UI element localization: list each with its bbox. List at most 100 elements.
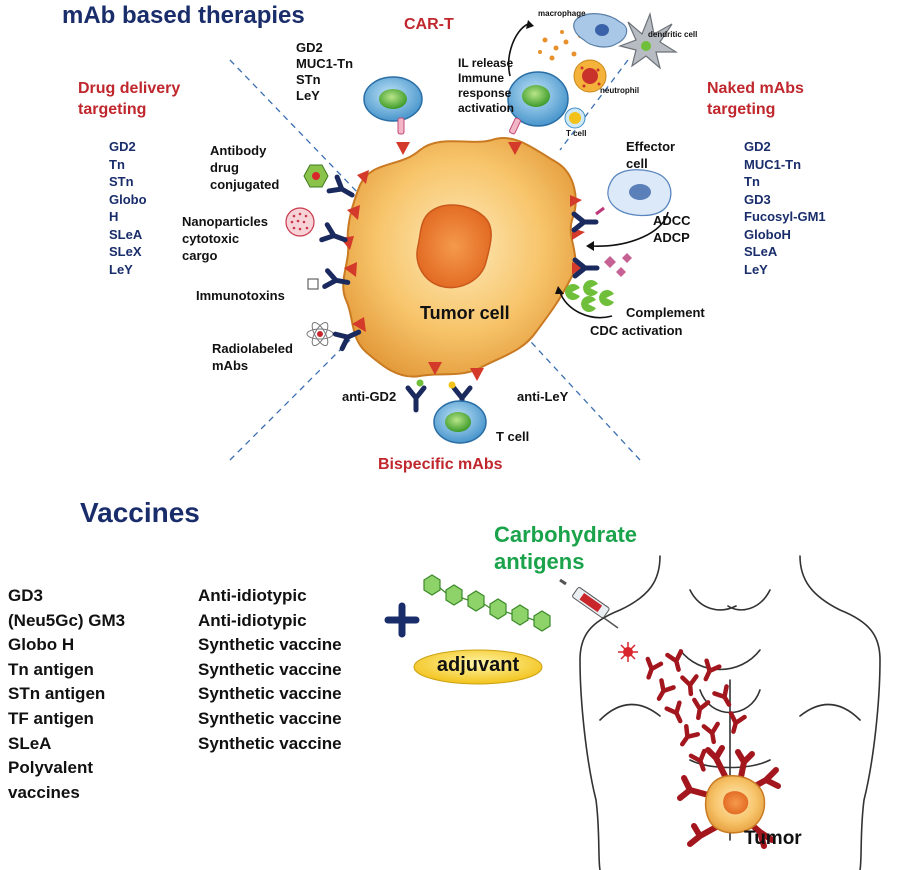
anti-gd2-label: anti-GD2 bbox=[342, 389, 397, 404]
vaccine-type: Synthetic vaccine bbox=[198, 659, 342, 679]
adc-label-line: drug bbox=[210, 160, 239, 175]
naked-mabs-antigen-list: GD2 MUC1-Tn Tn GD3 Fucosyl-GM1 GloboH SL… bbox=[744, 138, 826, 278]
nano-label-line: Nanoparticles bbox=[182, 214, 268, 229]
fc-receptor bbox=[595, 206, 605, 216]
bispecific-heading: Bispecific mAbs bbox=[378, 456, 503, 473]
small-tumor bbox=[704, 775, 766, 834]
vaccine-antigen: (Neu5Gc) GM3 bbox=[8, 610, 126, 630]
tcell-small-label: T cell bbox=[566, 129, 587, 138]
drug-delivery-antigen-list: GD2 Tn STn Globo H SLeA SLeX LeY bbox=[109, 138, 147, 278]
syringe-icon bbox=[559, 578, 619, 629]
radiolabel-atom-icon bbox=[306, 321, 334, 347]
cdc-arrow bbox=[559, 291, 613, 319]
vaccine-type: Anti-idiotypic bbox=[198, 610, 307, 630]
macrophage-label: macrophage bbox=[538, 9, 586, 18]
nano-label-line: cargo bbox=[182, 248, 218, 263]
naked-antigen: Fucosyl-GM1 bbox=[744, 209, 826, 224]
vaccine-type: Anti-idiotypic bbox=[198, 586, 307, 605]
adcp-label: ADCP bbox=[653, 230, 690, 245]
adcc-arrow bbox=[589, 211, 669, 247]
il-release-line: activation bbox=[458, 101, 515, 115]
il-release-arrow bbox=[508, 23, 529, 77]
vaccine-antigen: Polyvalent bbox=[8, 758, 94, 778]
plus-icon bbox=[384, 602, 420, 638]
il-release-line: IL release bbox=[458, 56, 514, 70]
vaccine-type: Synthetic vaccine bbox=[198, 708, 342, 728]
vaccine-antigen: TF antigen bbox=[8, 708, 94, 728]
naked-antigen: GD3 bbox=[744, 191, 771, 207]
naked-antigen: GloboH bbox=[744, 226, 791, 242]
vaccine-type: Synthetic vaccine bbox=[198, 635, 342, 655]
naked-antigen: SLeA bbox=[744, 244, 778, 259]
cart-antigen: GD2 bbox=[296, 40, 323, 55]
mab-therapies-title: mAb based therapies bbox=[62, 2, 305, 29]
naked-mabs-heading-2: targeting bbox=[707, 101, 776, 118]
vaccine-type: Synthetic vaccine bbox=[198, 733, 342, 753]
tumor-binding-antibodies bbox=[677, 745, 781, 849]
adcc-label: ADCC bbox=[653, 213, 691, 228]
adjuvant-ellipse bbox=[413, 649, 543, 685]
radio-label-line: Radiolabeled bbox=[212, 341, 293, 356]
dendritic-cell bbox=[617, 11, 679, 70]
vaccine-antigen: GD3 bbox=[8, 586, 43, 605]
adc-label-line: Antibody bbox=[210, 143, 267, 158]
vaccine-antigen: Tn antigen bbox=[8, 659, 94, 679]
cart-antigen: MUC1-Tn bbox=[296, 56, 354, 71]
tumor-cell-label: Tumor cell bbox=[420, 303, 510, 323]
glycan-chain-icon bbox=[423, 574, 551, 632]
complement-proteins bbox=[604, 253, 632, 277]
il-release-label: IL release Immune response activation bbox=[458, 56, 514, 116]
effector-label-line: Effector bbox=[626, 139, 676, 154]
cytokine-dots bbox=[538, 30, 582, 61]
neutrophil-cell bbox=[573, 59, 607, 93]
vaccine-antigen: SLeA bbox=[8, 733, 52, 753]
drug-delivery-antigen: H bbox=[109, 209, 119, 224]
adc-antibody bbox=[329, 177, 356, 202]
vaccine-antigen: STn antigen bbox=[8, 684, 106, 704]
cart-antigen: STn bbox=[296, 72, 321, 87]
drug-delivery-antigen: Tn bbox=[109, 156, 125, 172]
vaccine-antigen-list: GD3 (Neu5Gc) GM3 Globo H Tn antigen STn … bbox=[8, 584, 125, 805]
naked-antigen: Tn bbox=[744, 174, 760, 189]
neutrophil-label: neutrophil bbox=[600, 86, 640, 95]
nanoparticle-antibody bbox=[322, 225, 348, 248]
adc-label: Antibody drug conjugated bbox=[210, 142, 279, 193]
anti-ley-label: anti-LeY bbox=[517, 389, 569, 404]
carbohydrate-antigens-heading-1: Carbohydrate bbox=[494, 522, 638, 547]
quadrant-dashed-lines bbox=[229, 59, 641, 461]
bottom-t-cell-label: T cell bbox=[496, 429, 530, 444]
naked-antigen: LeY bbox=[744, 261, 768, 277]
complement-label: Complement bbox=[626, 305, 705, 320]
cdc-label: CDC activation bbox=[590, 323, 683, 338]
drug-delivery-antigen: SLeX bbox=[109, 244, 142, 259]
effector-label-line: cell bbox=[626, 156, 648, 171]
vaccines-title: Vaccines bbox=[80, 497, 200, 528]
carbohydrate-antigens-heading-2: antigens bbox=[494, 549, 585, 574]
complement-pacmen bbox=[565, 280, 614, 312]
cart-antigen-list: GD2 MUC1-Tn STn LeY bbox=[296, 40, 353, 104]
vaccine-antigen: Globo H bbox=[8, 635, 75, 655]
cart-cell-right bbox=[507, 71, 569, 135]
drug-delivery-heading-1: Drug delivery bbox=[78, 80, 181, 97]
effector-cell-label: Effector cell bbox=[626, 138, 675, 172]
vaccine-type-list: Anti-idiotypic Anti-idiotypic Synthetic … bbox=[198, 584, 342, 756]
immunotoxin-icon bbox=[307, 278, 319, 290]
adc-payload-icon bbox=[303, 164, 329, 188]
radio-label-line: mAbs bbox=[212, 358, 249, 373]
il-release-line: response bbox=[458, 86, 512, 100]
nanoparticles-label: Nanoparticles cytotoxic cargo bbox=[182, 213, 268, 264]
naked-mabs-heading-1: Naked mAbs bbox=[707, 80, 804, 97]
dendritic-label: dendritic cell bbox=[648, 30, 698, 39]
small-t-cell bbox=[564, 107, 586, 129]
cart-cell-left bbox=[363, 76, 423, 135]
drug-delivery-antigen: GD2 bbox=[109, 139, 136, 154]
adjuvant-label: adjuvant bbox=[436, 654, 520, 676]
human-torso-outline bbox=[579, 555, 881, 870]
drug-delivery-antigen: STn bbox=[109, 174, 134, 189]
vaccine-antigen: vaccines bbox=[8, 782, 80, 802]
bottom-t-cell bbox=[433, 400, 487, 444]
naked-antigen: GD2 bbox=[744, 139, 771, 154]
naked-antigen: MUC1-Tn bbox=[744, 156, 802, 172]
il-release-line: Immune bbox=[458, 71, 505, 85]
